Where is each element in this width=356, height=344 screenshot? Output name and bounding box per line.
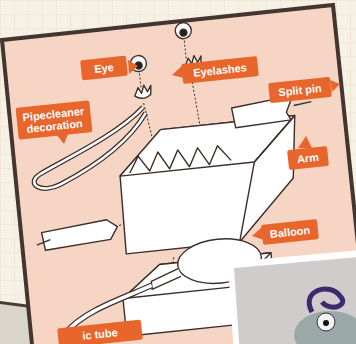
instruction-card xyxy=(2,5,356,344)
teeth xyxy=(128,144,231,173)
tag-text: Arm xyxy=(292,150,323,165)
tag-text: Eyelashes xyxy=(187,61,254,80)
eyelash-part xyxy=(134,84,152,99)
split-pin xyxy=(293,102,311,106)
leader-line xyxy=(139,73,140,87)
eye-pupil xyxy=(180,29,188,37)
arm-part xyxy=(41,219,119,251)
photo-eye xyxy=(317,313,335,331)
tag-text: Balloon xyxy=(266,224,313,241)
label-tag: Arm xyxy=(287,146,329,170)
split-pin xyxy=(36,240,50,245)
tag-pointer xyxy=(298,136,312,148)
tag-pointer xyxy=(330,80,340,92)
tag-text: Pipecleaner decoration xyxy=(21,105,87,136)
label-tag: ic tube xyxy=(57,320,143,344)
eye-part xyxy=(174,22,192,40)
balloon-neck xyxy=(150,268,182,289)
label-tag: Eyelashes xyxy=(181,56,259,84)
tag-text: ic tube xyxy=(63,324,138,344)
label-tag: Split pin xyxy=(268,77,332,103)
photo-monster xyxy=(294,311,356,344)
tag-text: Eye xyxy=(85,60,122,76)
leader-line xyxy=(184,41,186,59)
label-tag: Balloon xyxy=(261,219,319,245)
photo-pipecleaner xyxy=(309,289,343,312)
label-tag: Pipecleaner decoration xyxy=(16,100,93,140)
label-tag: Eye xyxy=(80,56,128,81)
mouth-top xyxy=(116,115,299,176)
tag-pointer xyxy=(128,60,138,74)
photo-pupil xyxy=(323,320,329,326)
tag-text: Split pin xyxy=(274,81,327,98)
